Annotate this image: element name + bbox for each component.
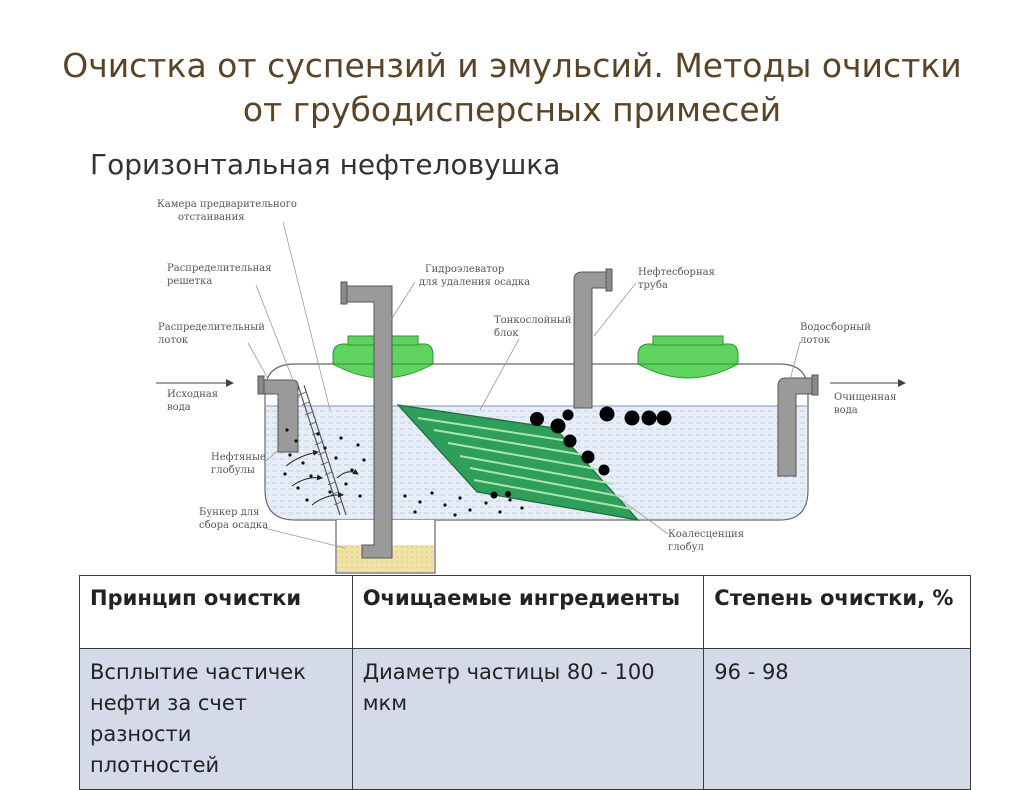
label-oilpipe-2: труба bbox=[638, 280, 668, 291]
label-inlet-1: Исходная bbox=[167, 389, 218, 400]
oil-collecting-pipe bbox=[573, 268, 613, 409]
hatch-right bbox=[636, 335, 740, 379]
label-grid-1: Распределительная bbox=[167, 263, 272, 274]
flow-arrows bbox=[285, 449, 359, 506]
label-thinlayer-2: блок bbox=[494, 328, 519, 339]
label-elevator-2: для удаления осадка bbox=[419, 277, 530, 288]
cell-ingredients-line-1: Диаметр частицы 80 - 100 bbox=[362, 660, 655, 684]
water-collector bbox=[777, 374, 819, 477]
label-thinlayer-1: Тонкослойный bbox=[494, 315, 572, 326]
oil-trap-diagram: Камера предварительного отстаивания Расп… bbox=[156, 199, 906, 574]
header-ingredients: Очищаемые ингредиенты bbox=[351, 575, 705, 649]
thin-layer-block bbox=[396, 404, 640, 521]
label-prechamber-1: Камера предварительного bbox=[157, 199, 297, 210]
slide-subtitle: Горизонтальная нефтеловушка bbox=[90, 148, 561, 181]
oil-globules-large bbox=[490, 406, 672, 499]
cell-principle-line-2: нефти за счет разности bbox=[90, 691, 247, 746]
label-tray-2: лоток bbox=[158, 335, 189, 346]
cell-ingredients: Диаметр частицы 80 - 100 мкм bbox=[351, 648, 705, 790]
inlet-pipe bbox=[257, 375, 299, 453]
header-principle: Принцип очистки bbox=[79, 575, 353, 649]
cell-principle-line-3: плотностей bbox=[90, 753, 220, 777]
label-inlet-2: вода bbox=[167, 402, 191, 413]
label-elevator-1: Гидроэлеватор bbox=[425, 264, 504, 275]
label-coalescence-1: Коалесценция bbox=[668, 529, 744, 540]
cleaning-table: Принцип очистки Очищаемые ингредиенты Ст… bbox=[79, 575, 971, 790]
label-grid-2: решетка bbox=[167, 276, 212, 287]
label-outlet-1: Очищенная bbox=[834, 392, 896, 403]
cell-principle: Всплытие частичек нефти за счет разности… bbox=[79, 648, 353, 790]
title-line-2: от грубодисперсных примесей bbox=[242, 90, 782, 129]
label-outlet-2: вода bbox=[834, 405, 858, 416]
header-degree: Степень очистки, % bbox=[703, 575, 971, 649]
label-bunker-2: сбора осадка bbox=[199, 520, 268, 531]
title-line-1: Очистка от суспензий и эмульсий. Методы … bbox=[62, 46, 962, 85]
label-prechamber-2: отстаивания bbox=[178, 212, 245, 223]
table-header-row: Принцип очистки Очищаемые ингредиенты Ст… bbox=[79, 575, 971, 649]
label-collector-2: лоток bbox=[800, 335, 831, 346]
cell-degree: 96 - 98 bbox=[703, 648, 971, 790]
label-collector-1: Водосборный bbox=[800, 322, 871, 333]
hydro-elevator-pipe bbox=[340, 281, 393, 559]
oil-globules-small bbox=[283, 428, 524, 517]
cell-principle-line-1: Всплытие частичек bbox=[90, 660, 306, 684]
leader-lines bbox=[247, 221, 801, 549]
label-globules-1: Нефтяные bbox=[211, 452, 266, 463]
cell-ingredients-line-2: мкм bbox=[362, 691, 408, 715]
diagram-labels: Камера предварительного отстаивания Расп… bbox=[157, 199, 896, 553]
slide-title: Очистка от суспензий и эмульсий. Методы … bbox=[40, 44, 984, 132]
label-bunker-1: Бункер для bbox=[199, 507, 259, 518]
label-tray-1: Распределительный bbox=[158, 322, 265, 333]
label-globules-2: глобулы bbox=[211, 465, 255, 476]
label-coalescence-2: глобул bbox=[668, 542, 704, 553]
label-oilpipe-1: Нефтесборная bbox=[638, 267, 715, 278]
table-row: Всплытие частичек нефти за счет разности… bbox=[79, 648, 971, 790]
